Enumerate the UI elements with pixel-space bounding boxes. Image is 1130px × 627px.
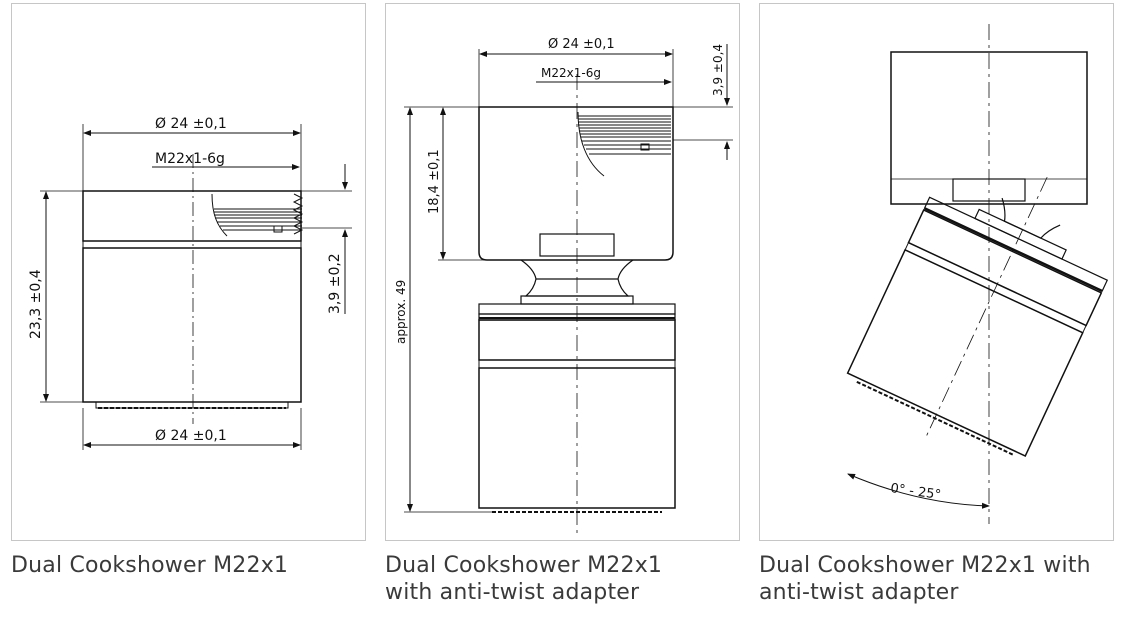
- caption-text-1: Dual Cookshower M22x1: [11, 553, 289, 578]
- dim-upper-height: 18,4 ±0,1: [427, 149, 442, 214]
- dim-thread: M22x1-6g: [155, 151, 225, 167]
- ring-outline: [82, 240, 302, 249]
- dim-offset: 3,9 ±0,2: [327, 253, 343, 314]
- drawing-panel-1: Ø 24 ±0,1 M22x1-6g 23,3 ±0,4 3,9 ±0,2 Ø …: [11, 3, 366, 541]
- caption-panel-1: Dual Cookshower M22x1: [11, 552, 288, 579]
- caption-text-2b: with anti-twist adapter: [385, 580, 640, 605]
- dim-offset: 3,9 ±0,4: [711, 44, 725, 96]
- tilted-assembly: [846, 176, 1109, 457]
- dim-thread: M22x1-6g: [541, 66, 601, 80]
- drawing-panel-2: Ø 24 ±0,1 M22x1-6g 3,9 ±0,4 18,4 ±0,1 ap…: [385, 3, 740, 541]
- dim-diameter-bottom: Ø 24 ±0,1: [155, 428, 227, 444]
- upper-body: [478, 106, 674, 261]
- technical-drawing-2: Ø 24 ±0,1 M22x1-6g 3,9 ±0,4 18,4 ±0,1 ap…: [394, 37, 733, 534]
- cap-outline: [82, 190, 302, 242]
- dim-total-height: approx. 49: [394, 280, 408, 344]
- body-outline: [82, 247, 302, 403]
- caption-text-2a: Dual Cookshower M22x1: [385, 553, 663, 578]
- dim-diameter-top: Ø 24 ±0,1: [155, 116, 227, 132]
- dim-angle: 0° - 25°: [889, 481, 941, 503]
- caption-panel-3: Dual Cookshower M22x1 with anti-twist ad…: [759, 552, 1091, 606]
- thread-cut: [211, 193, 228, 237]
- caption-text-3a: Dual Cookshower M22x1 with: [759, 553, 1091, 578]
- technical-drawing-3: 0° - 25°: [846, 24, 1109, 524]
- dim-diameter-top: Ø 24 ±0,1: [548, 37, 615, 52]
- technical-drawing-1: Ø 24 ±0,1 M22x1-6g 23,3 ±0,4 3,9 ±0,2 Ø …: [28, 116, 352, 450]
- drawing-panel-3: 0° - 25°: [759, 3, 1114, 541]
- thread-lines: [214, 208, 302, 231]
- dim-height: 23,3 ±0,4: [28, 269, 44, 339]
- angle-arc: [847, 473, 990, 509]
- caption-text-3b: anti-twist adapter: [759, 580, 959, 605]
- thread-lines: [578, 115, 671, 155]
- caption-panel-2: Dual Cookshower M22x1 with anti-twist ad…: [385, 552, 662, 606]
